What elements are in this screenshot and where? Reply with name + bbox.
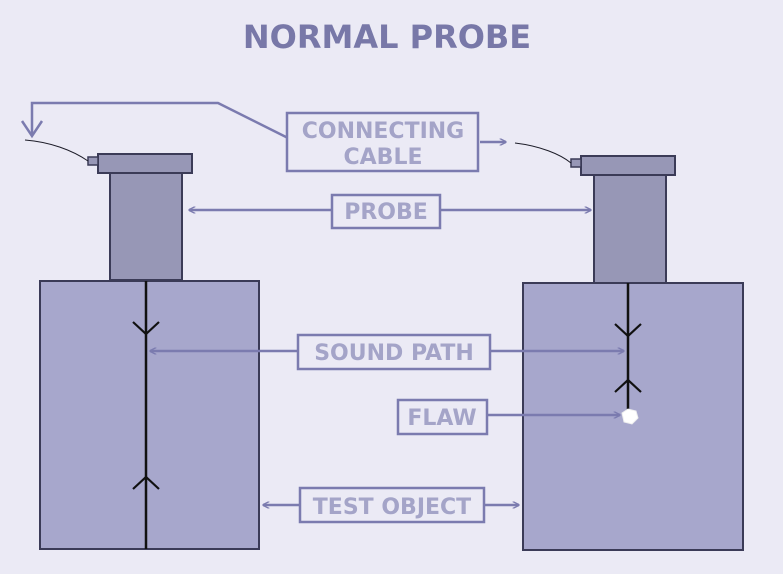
connecting-cable-label-box bbox=[285, 111, 480, 173]
probe-annotation: PROBE bbox=[189, 193, 591, 230]
connecting-cable-annotation: CONNECTING CABLE bbox=[20, 101, 506, 173]
flaw-label: FLAW bbox=[407, 406, 476, 431]
right-cable bbox=[514, 142, 572, 164]
probe-label: PROBE bbox=[344, 200, 428, 225]
right-sound-down-chevron bbox=[614, 323, 642, 338]
right-probe-cap bbox=[580, 155, 676, 176]
connecting-cable-label-line1: CONNECTING bbox=[302, 119, 465, 144]
test-object-annotation: TEST OBJECT bbox=[263, 486, 519, 524]
right-cable-connector bbox=[570, 158, 582, 168]
right-probe-body bbox=[593, 174, 667, 284]
sound-path-label: SOUND PATH bbox=[314, 341, 474, 366]
sound-path-annotation: SOUND PATH bbox=[150, 333, 624, 371]
right-sound-up-chevron bbox=[614, 378, 642, 393]
connecting-cable-label-line2: CABLE bbox=[344, 145, 423, 170]
left-probe-cap bbox=[97, 153, 193, 174]
test-object-label: TEST OBJECT bbox=[313, 495, 471, 520]
left-setup bbox=[24, 139, 260, 550]
flaw-mark bbox=[621, 408, 639, 425]
probe-label-box bbox=[330, 193, 442, 230]
test-object-label-box bbox=[298, 486, 486, 524]
flaw-label-box bbox=[396, 398, 489, 436]
left-sound-up-chevron bbox=[132, 475, 160, 490]
left-sound-down-chevron bbox=[132, 321, 160, 336]
diagram-title: NORMAL PROBE bbox=[243, 18, 531, 56]
flaw-annotation: FLAW bbox=[396, 398, 620, 436]
left-cable-connector bbox=[87, 156, 99, 166]
connecting-cable-leader bbox=[30, 101, 289, 140]
left-test-object bbox=[39, 280, 260, 550]
right-setup bbox=[514, 142, 744, 551]
left-probe-body bbox=[109, 171, 183, 281]
sound-path-label-box bbox=[296, 333, 492, 371]
connecting-cable-left-arrowhead bbox=[20, 120, 44, 139]
left-cable bbox=[24, 139, 89, 162]
